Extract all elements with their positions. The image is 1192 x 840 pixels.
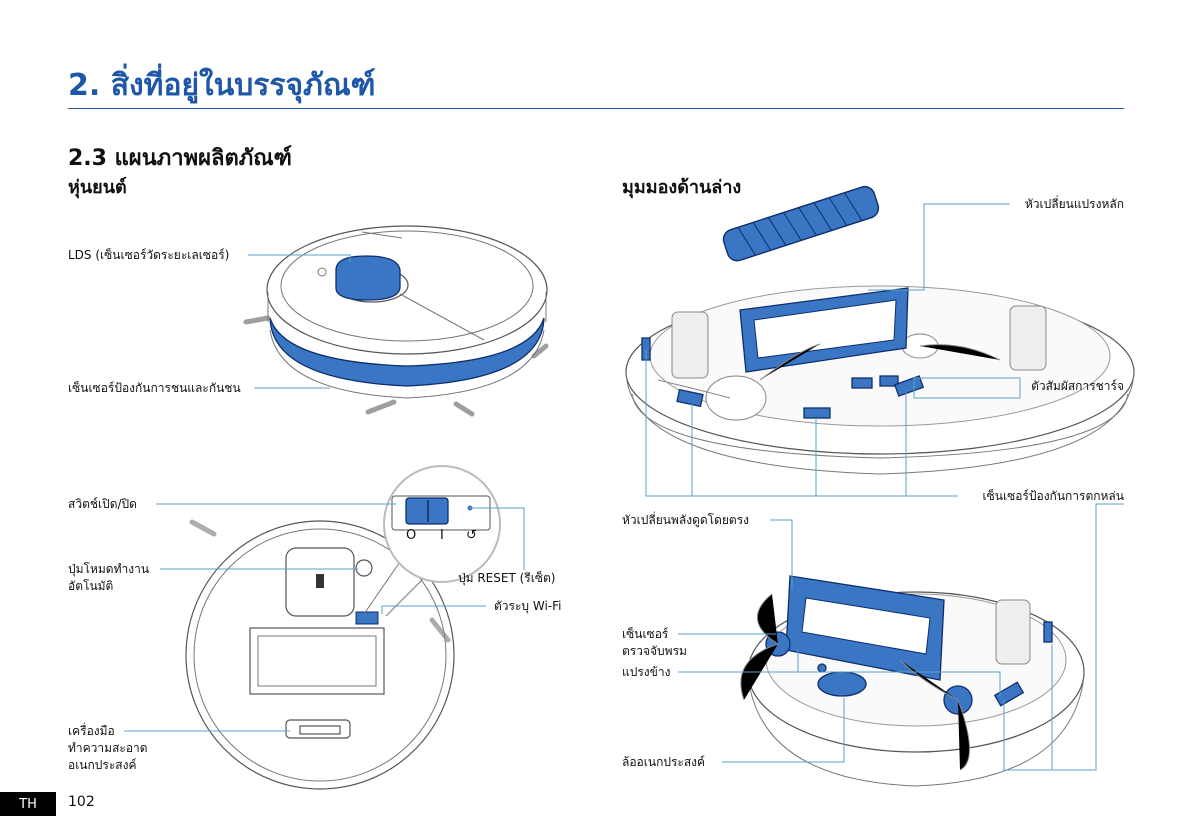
callout-lines [124,203,1124,771]
label-power-switch: สวิตช์เปิด/ปิด [68,497,137,511]
label-carpet-sensor-1: เซ็นเซอร์ [622,627,669,641]
switch-off-symbol: O [406,528,417,543]
label-auto-mode-1: ปุ่มโหมดทำงาน [68,562,150,576]
main-brush-illustration [722,185,880,262]
label-wifi: ตัวระบุ Wi-Fi [494,599,562,613]
robot-heading: หุ่นยนต์ [68,177,127,198]
label-side-brush: แปรงข้าง [622,665,671,679]
label-charging-contacts: ตัวสัมผัสการชาร์จ [1031,379,1124,393]
label-universal-wheel: ล้ออเนกประสงค์ [622,755,706,769]
title-rule [68,108,1124,109]
label-suction-head: หัวเปลี่ยนพลังดูดโดยตรง [622,513,750,527]
page-number: 102 [68,794,95,810]
section-title: 2.3 แผนภาพผลิตภัณฑ์ [68,146,292,171]
language-badge: TH [0,792,56,816]
switch-on-symbol: I [440,528,444,543]
page-title: 2. สิ่งที่อยู่ในบรรจุภัณฑ์ [68,68,376,103]
underside-illustration [625,285,1135,475]
label-main-brush: หัวเปลี่ยนแปรงหลัก [1024,197,1124,211]
label-tool-3: อเนกประสงค์ [68,758,137,772]
label-tool-2: ทำความสะอาด [68,741,148,755]
underside-suction-illustration [740,575,1085,787]
robot-top-illustration [243,225,549,417]
label-cliff-sensor: เซ็นเซอร์ป้องกันการตกหล่น [982,489,1124,503]
label-bumper: เซ็นเซอร์ป้องกันการชนและกันชน [68,381,241,395]
reset-symbol: ↺ [466,528,477,543]
label-reset: ปุ่ม RESET (รีเซ็ต) [458,571,556,585]
robot-round-illustration [185,465,501,790]
label-lds: LDS (เซ็นเซอร์วัดระยะเลเซอร์) [68,248,230,262]
label-auto-mode-2: อัตโนมัติ [68,579,114,593]
bottom-view-heading: มุมมองด้านล่าง [622,177,742,198]
label-tool-1: เครื่องมือ [68,724,115,738]
label-carpet-sensor-2: ตรวจจับพรม [622,644,687,658]
